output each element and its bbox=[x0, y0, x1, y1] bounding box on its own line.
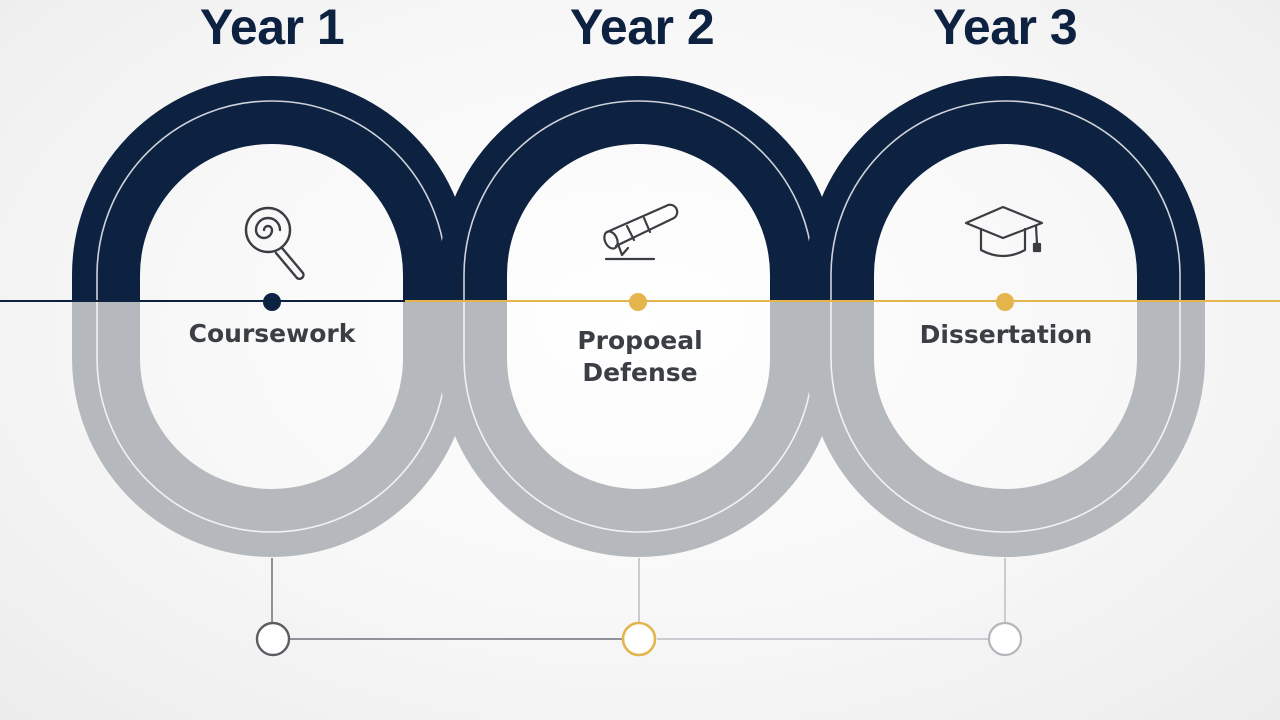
timeline-marker-year-1 bbox=[263, 293, 281, 311]
stage-label-proposal-line-1: Propoeal bbox=[577, 326, 702, 355]
stage-ring-year-2 bbox=[439, 76, 838, 557]
connector-node-year-1 bbox=[255, 621, 291, 657]
stage-label-proposal-line-2: Defense bbox=[582, 358, 697, 387]
connector-node-year-2 bbox=[621, 621, 657, 657]
magnifier-spiral-icon bbox=[244, 206, 305, 281]
scroll-icon bbox=[603, 203, 679, 261]
year-title-2: Year 2 bbox=[570, 0, 714, 55]
timeline-marker-year-2 bbox=[629, 293, 647, 311]
year-title-1: Year 1 bbox=[200, 0, 344, 55]
timeline-marker-year-3 bbox=[996, 293, 1014, 311]
stage-ring-year-3 bbox=[806, 76, 1205, 557]
bottom-connector bbox=[271, 558, 1006, 640]
stage-label-coursework: Coursework bbox=[189, 319, 357, 348]
stage-ring-year-1 bbox=[72, 76, 471, 557]
graduation-cap-icon bbox=[964, 205, 1044, 258]
year-title-3: Year 3 bbox=[933, 0, 1077, 55]
stage-label-dissertation: Dissertation bbox=[920, 320, 1093, 349]
connector-node-year-3 bbox=[987, 621, 1023, 657]
